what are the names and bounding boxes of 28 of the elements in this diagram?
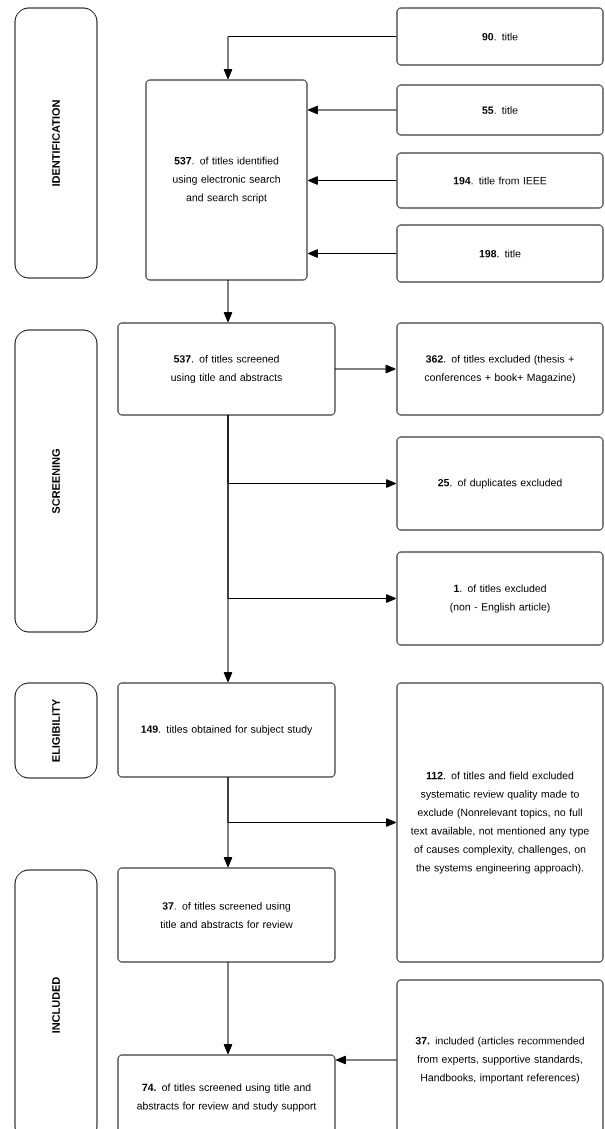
stage-band: SCREENING [14,329,98,633]
process-box: 112. of titles and field excluded systematic review quality made to exclude (Nonrelevant topics, no full text available, not mentioned any type of causes complexity, challenges, on the systems engineering approach). [396,682,604,963]
arrow [307,249,397,258]
stage-band: INCLUDED [14,869,98,1129]
process-box: 1. of titles excluded (non - English article) [396,551,604,646]
arrow [223,414,233,683]
process-box: 194. title from IEEE [396,152,604,209]
arrow [335,1055,397,1065]
process-box: 198. title [396,224,604,283]
arrow [223,36,397,80]
process-box: 74. of titles screened using title and abstracts for review and study support [117,1054,336,1129]
process-box: 537. of titles identified using electronic search and search script [145,79,308,281]
process-box: 362. of titles excluded (thesis + conferences + book+ Magazine) [396,322,604,416]
arrow [223,961,233,1055]
arrow [223,776,233,868]
arrow [307,176,397,185]
process-box: 149. titles obtained for subject study [117,682,336,778]
process-box: 37. of titles screened using title and abstracts for review [117,867,336,963]
process-box: 90. title [396,7,604,66]
arrow [334,364,396,374]
process-box: 55. title [396,84,604,136]
stage-band: ELIGIBILITY [14,682,98,779]
process-box: 537. of titles screened using title and abstracts [117,322,336,416]
stage-band: IDENTIFICATION [14,7,98,279]
arrow [307,105,397,115]
process-box: 25. of duplicates excluded [396,436,604,531]
arrow [223,279,233,323]
process-box: 37. included (articles recommended from experts, supportive standards, Handbooks, important references) [396,979,604,1129]
